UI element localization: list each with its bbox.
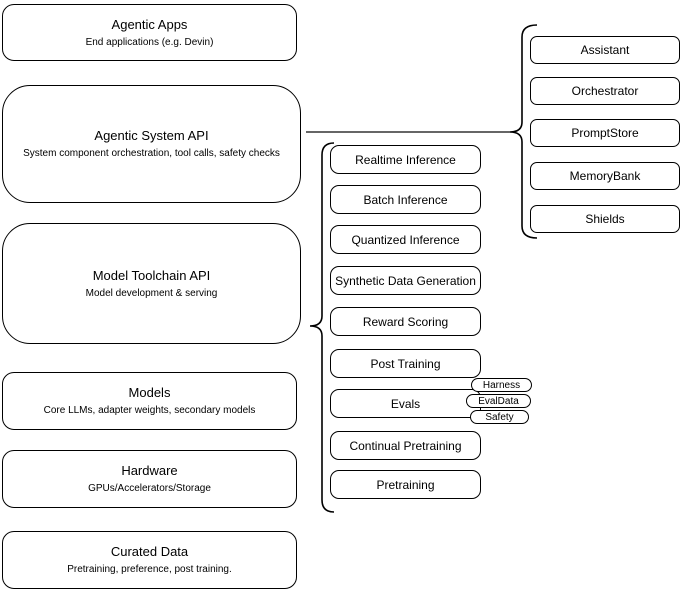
component-box-shields: Shields [530, 205, 680, 233]
component-box-orchestrator: Orchestrator [530, 77, 680, 105]
service-label: Pretraining [376, 477, 435, 492]
eval-tag-label: Harness [482, 379, 521, 391]
layer-box-agentic-apps: Agentic Apps End applications (e.g. Devi… [2, 4, 297, 61]
eval-tag-label: EvalData [478, 395, 519, 407]
layer-box-models: Models Core LLMs, adapter weights, secon… [2, 372, 297, 430]
service-box-quantized-inference: Quantized Inference [330, 225, 481, 254]
layer-box-model-toolchain-api: Model Toolchain API Model development & … [2, 223, 301, 344]
service-box-post-training: Post Training [330, 349, 481, 378]
component-label: Shields [585, 212, 625, 226]
service-box-synthetic-data-generation: Synthetic Data Generation [330, 266, 481, 295]
component-label: Assistant [580, 43, 630, 57]
component-box-promptstore: PromptStore [530, 119, 680, 147]
eval-tag-evaldata: EvalData [466, 394, 531, 408]
component-box-memorybank: MemoryBank [530, 162, 680, 190]
layer-subtitle: Core LLMs, adapter weights, secondary mo… [43, 405, 256, 416]
component-label: PromptStore [571, 126, 639, 140]
layer-subtitle: System component orchestration, tool cal… [23, 148, 280, 159]
service-label: Quantized Inference [351, 232, 460, 247]
service-box-batch-inference: Batch Inference [330, 185, 481, 214]
service-box-reward-scoring: Reward Scoring [330, 307, 481, 336]
service-label: Reward Scoring [362, 314, 449, 329]
service-label: Evals [390, 396, 421, 411]
service-box-realtime-inference: Realtime Inference [330, 145, 481, 174]
layer-title: Models [128, 385, 171, 400]
layer-subtitle: Pretraining, preference, post training. [67, 564, 232, 575]
layer-box-hardware: Hardware GPUs/Accelerators/Storage [2, 450, 297, 508]
service-label: Post Training [370, 356, 441, 371]
eval-tag-harness: Harness [471, 378, 532, 392]
layer-box-curated-data: Curated Data Pretraining, preference, po… [2, 531, 297, 589]
layer-title: Agentic Apps [111, 16, 188, 32]
service-label: Realtime Inference [355, 152, 456, 167]
component-label: Orchestrator [571, 84, 639, 98]
service-label: Continual Pretraining [349, 438, 462, 453]
service-label: Batch Inference [363, 192, 448, 207]
layer-subtitle: GPUs/Accelerators/Storage [88, 483, 211, 494]
service-box-continual-pretraining: Continual Pretraining [330, 431, 481, 460]
layer-title: Model Toolchain API [92, 267, 211, 283]
layer-title: Hardware [121, 463, 178, 478]
eval-tag-label: Safety [485, 411, 514, 423]
components-group-brace [509, 24, 538, 239]
layer-title: Agentic System API [94, 128, 209, 143]
layer-title: Curated Data [110, 544, 189, 559]
eval-tag-safety: Safety [470, 410, 529, 424]
layer-subtitle: End applications (e.g. Devin) [85, 36, 214, 48]
layer-box-agentic-system-api: Agentic System API System component orch… [2, 85, 301, 203]
layer-subtitle: Model development & serving [85, 287, 218, 299]
component-box-assistant: Assistant [530, 36, 680, 64]
toolchain-group-brace [309, 142, 335, 513]
service-box-pretraining: Pretraining [330, 470, 481, 499]
service-label: Synthetic Data Generation [335, 273, 476, 288]
service-box-evals: Evals [330, 389, 481, 418]
component-label: MemoryBank [569, 169, 641, 183]
